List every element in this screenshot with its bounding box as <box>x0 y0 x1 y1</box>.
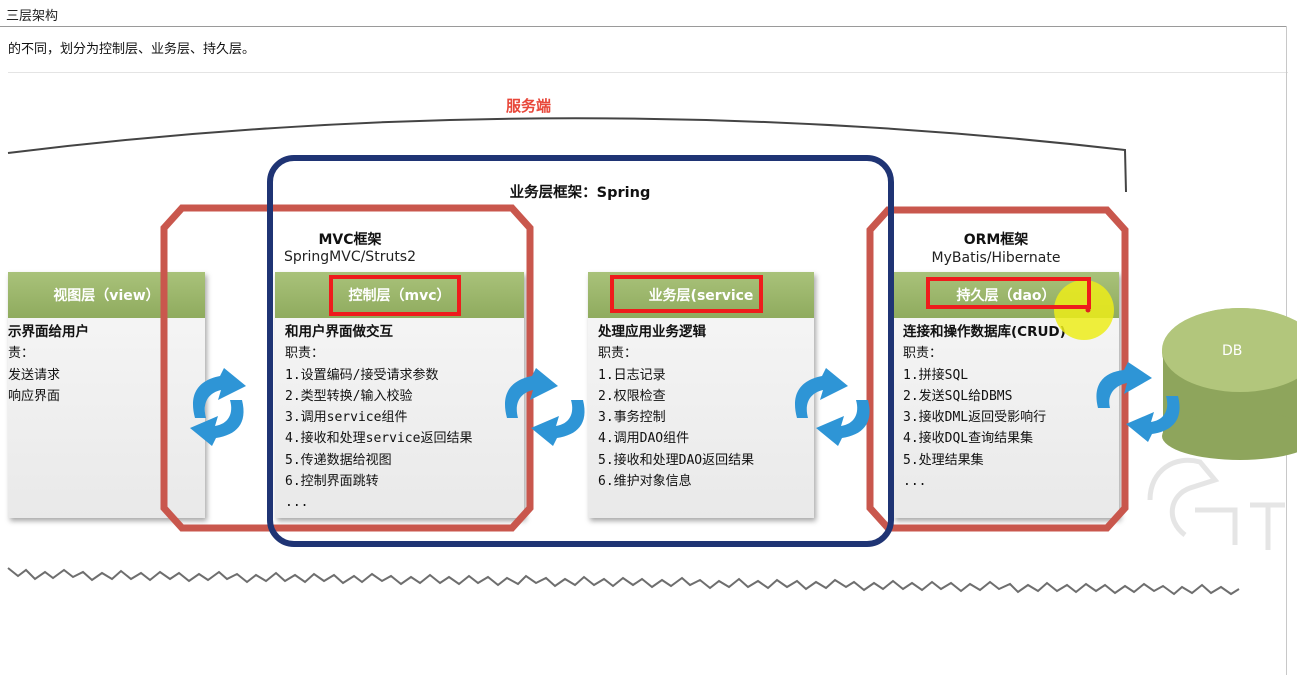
service-layer-body: 处理应用业务逻辑职责： 1.日志记录 2.权限检查 3.事务控制 4.调用DAO组件 5.… <box>598 322 810 492</box>
exchange-arrow-icon <box>504 368 585 446</box>
title-divider <box>0 26 1286 27</box>
server-bracket <box>7 117 1127 193</box>
dao-layer-line: 1.拼接SQL <box>903 367 969 383</box>
control-layer-body: 和用户界面做交互职责： 1.设置编码/接受请求参数 2.类型转换/输入校验 3.调用s… <box>285 322 520 514</box>
service-layer-heading: 处理应用业务逻辑 <box>598 324 706 340</box>
database-cylinder <box>1162 308 1297 460</box>
dao-layer-line: 职责： <box>903 346 943 362</box>
dao-outline <box>866 206 1129 532</box>
service-header-highlight <box>610 275 763 313</box>
exchange-arrow-icon <box>794 368 870 446</box>
control-layer-line: 4.接收和处理service返回结果 <box>285 431 473 447</box>
page-title: 三层架构 <box>6 9 59 24</box>
dao-layer-line: 3.接收DML返回受影响行 <box>903 410 1047 426</box>
control-outline <box>160 204 534 532</box>
control-layer-line: 2.类型转换/输入校验 <box>285 388 413 404</box>
view-layer-line: 发送请求 <box>8 367 61 383</box>
dao-header-highlight <box>926 277 1091 309</box>
watermark-logo <box>1147 457 1285 550</box>
dao-layer-line: 4.接收DQL查询结果集 <box>903 431 1034 447</box>
exchange-arrow-icon <box>1096 362 1180 442</box>
view-layer-body: 示界面给用户责： 发送请求响应界面 <box>8 322 201 407</box>
control-header-highlight <box>329 275 461 316</box>
control-layer-card: 控制层（mvc） 和用户界面做交互职责： 1.设置编码/接受请求参数 2.类型转换/… <box>275 272 524 518</box>
view-layer-heading: 示界面给用户 <box>8 324 89 340</box>
spring-label: 业务层框架：Spring <box>509 185 651 201</box>
dao-layer-line: 5.处理结果集 <box>903 452 984 468</box>
service-layer-line: 3.事务控制 <box>598 410 666 426</box>
control-layer-line: 3.调用service组件 <box>285 410 408 426</box>
service-layer-line: 职责： <box>598 346 638 362</box>
intro-text: 的不同，划分为控制层、业务层、持久层。 <box>8 42 256 57</box>
mvc-framework-title: MVC框架 <box>318 232 382 248</box>
dao-layer-line: 2.发送SQL给DBMS <box>903 388 1013 404</box>
orm-framework-subtitle: MyBatis/Hibernate <box>931 250 1061 266</box>
dao-layer-heading: 连接和操作数据库(CRUD) <box>903 324 1066 340</box>
view-layer-card: 视图层（view） 示界面给用户责： 发送请求响应界面 <box>8 272 205 518</box>
dao-layer-body: 连接和操作数据库(CRUD) 职责： 1.拼接SQL 2.发送SQL给DBMS 3.接收… <box>903 322 1115 492</box>
service-layer-line: 4.调用DAO组件 <box>598 431 690 447</box>
control-layer-line: 职责： <box>285 346 325 362</box>
control-layer-heading: 和用户界面做交互 <box>285 324 393 340</box>
exchange-arrow-icon <box>190 368 246 446</box>
view-layer-header: 视图层（view） <box>8 272 205 318</box>
cursor-highlight <box>1054 280 1114 340</box>
view-layer-line: 响应界面 <box>8 388 61 404</box>
service-layer-line: 1.日志记录 <box>598 367 666 383</box>
control-layer-line: 5.传递数据给视图 <box>285 452 392 468</box>
orm-framework-title: ORM框架 <box>963 232 1029 248</box>
intro-divider <box>8 72 1288 73</box>
control-layer-line: 6.控制界面跳转 <box>285 474 379 490</box>
control-layer-line: 1.设置编码/接受请求参数 <box>285 367 439 383</box>
server-label: 服务端 <box>506 97 552 115</box>
service-layer-line: 6.维护对象信息 <box>598 474 692 490</box>
service-layer-line: 2.权限检查 <box>598 388 666 404</box>
service-layer-line: 5.接收和处理DAO返回结果 <box>598 452 755 468</box>
torn-edge <box>7 567 1240 596</box>
control-layer-header: 控制层（mvc） <box>275 272 524 318</box>
db-label: DB <box>1222 343 1243 359</box>
control-layer-line: ... <box>285 495 309 511</box>
dao-layer-line: ... <box>903 474 927 490</box>
mvc-framework-subtitle: SpringMVC/Struts2 <box>283 249 417 265</box>
view-layer-line: 责： <box>8 346 35 362</box>
spring-outline <box>267 155 894 547</box>
